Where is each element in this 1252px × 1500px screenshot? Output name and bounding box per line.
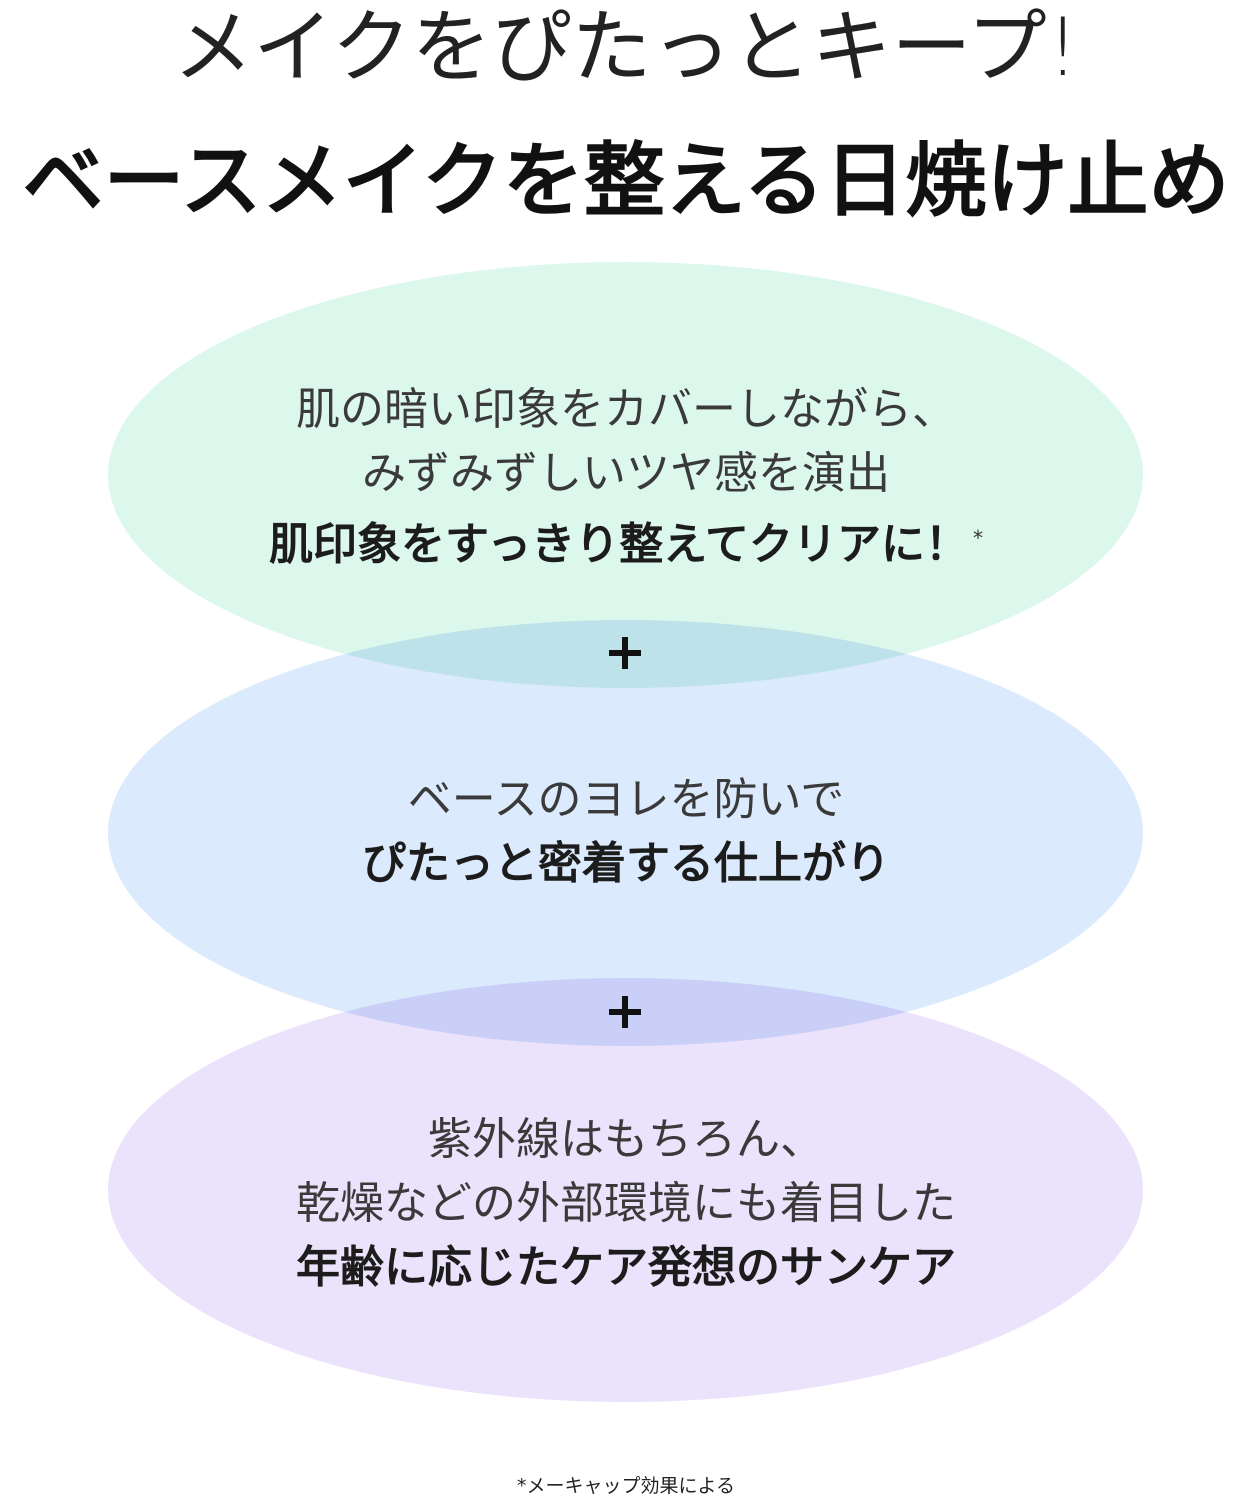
headline-tagline: メイクをぴたっとキープ!	[173, 1, 1079, 94]
bubble-2-line-1: ベースのヨレを防いで	[407, 774, 845, 825]
bubble-1-emphasis-text: 肌印象をすっきり整えてクリアに！	[268, 519, 970, 570]
bubble-2-emphasis: ぴたっと密着する仕上がり	[362, 838, 890, 889]
bubble-3-line-2: 乾燥などの外部環境にも着目した	[296, 1178, 956, 1229]
plus-icon	[609, 637, 641, 669]
plus-icon	[609, 996, 641, 1028]
bubble-ellipse-3	[108, 978, 1143, 1402]
headline-title: ベースメイクを整える日焼け止め	[22, 135, 1230, 229]
bubble-ellipse-2	[108, 620, 1143, 1046]
bubble-2-text: ベースのヨレを防いで ぴたっと密着する仕上がり	[0, 768, 1252, 896]
bubble-ellipse-1	[108, 262, 1143, 688]
footnote: *メーキャップ効果による	[517, 1475, 735, 1497]
bubble-1-emphasis: 肌印象をすっきり整えてクリアに！*	[0, 506, 1252, 570]
bubble-3-line-1: 紫外線はもちろん、	[428, 1114, 824, 1165]
footnote-mark: *	[973, 526, 984, 550]
bubble-1-line-2: みずみずしいツヤ感を演出	[362, 448, 890, 499]
bubble-3-emphasis: 年齢に応じたケア発想のサンケア	[296, 1242, 956, 1293]
bubble-1-line-1: 肌の暗い印象をカバーしながら、	[296, 384, 956, 435]
bubble-3-text: 紫外線はもちろん、 乾燥などの外部環境にも着目した 年齢に応じたケア発想のサンケ…	[0, 1108, 1252, 1300]
bubble-1-text: 肌の暗い印象をカバーしながら、 みずみずしいツヤ感を演出 肌印象をすっきり整えて…	[0, 378, 1252, 570]
